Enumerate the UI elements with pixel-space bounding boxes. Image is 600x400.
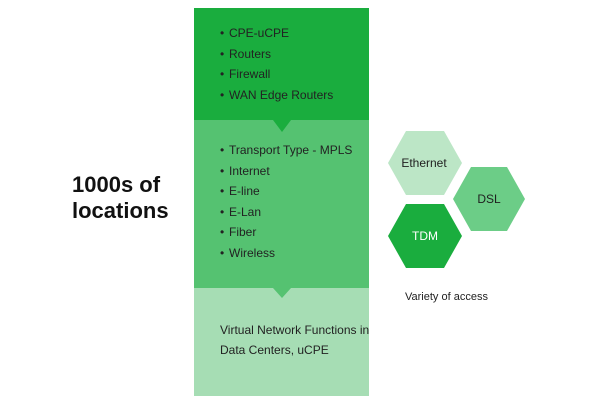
- list-item: E-line: [220, 181, 370, 202]
- vnf-description: Virtual Network Functions in Data Center…: [220, 323, 370, 357]
- hexagon-dsl: [453, 167, 525, 231]
- locations-headline: 1000s of locations: [72, 172, 182, 224]
- hexagon-label-ethernet: Ethernet: [401, 156, 447, 170]
- list-item: Internet: [220, 161, 370, 182]
- list-item: Transport Type - MPLS: [220, 140, 370, 161]
- list-item: Firewall: [220, 64, 370, 85]
- access-caption: Variety of access: [405, 291, 488, 303]
- cpe-list: CPE-uCPE Routers Firewall WAN Edge Route…: [220, 23, 370, 105]
- transport-list: Transport Type - MPLS Internet E-line E-…: [220, 140, 370, 263]
- headline-line-2: locations: [72, 198, 169, 223]
- list-item: E-Lan: [220, 202, 370, 223]
- vnf-panel: [194, 288, 369, 396]
- list-item: Wireless: [220, 243, 370, 264]
- hexagon-label-dsl: DSL: [477, 192, 501, 206]
- list-item: WAN Edge Routers: [220, 85, 370, 106]
- list-item: Routers: [220, 44, 370, 65]
- hexagon-label-tdm: TDM: [412, 229, 438, 243]
- hexagon-tdm: [388, 204, 462, 268]
- headline-line-1: 1000s of: [72, 172, 161, 197]
- list-item: Fiber: [220, 222, 370, 243]
- hexagon-ethernet: [388, 131, 462, 195]
- list-item: CPE-uCPE: [220, 23, 370, 44]
